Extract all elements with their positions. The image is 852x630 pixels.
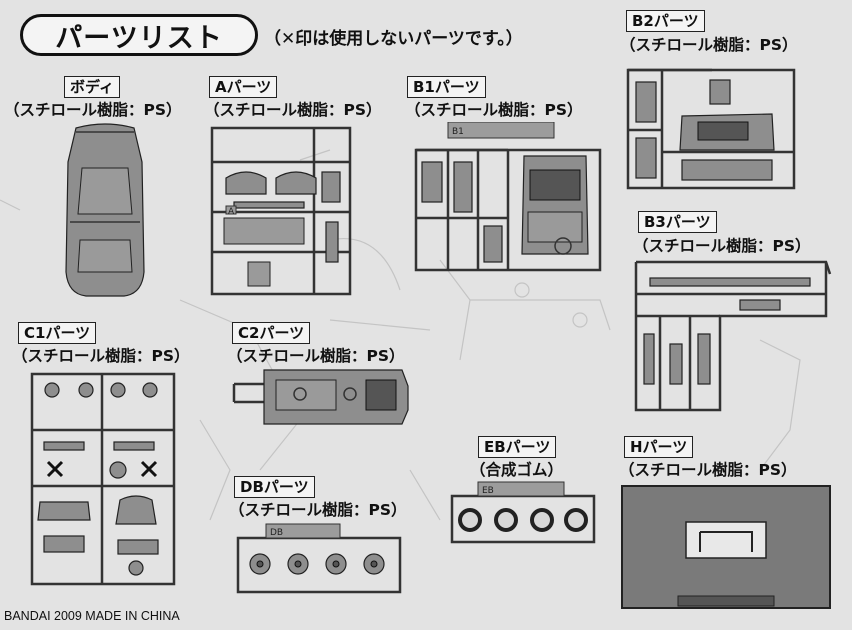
h-parts-label: Hパーツ	[624, 436, 694, 458]
db-parts-material: （スチロール樹脂：PS）	[229, 501, 407, 519]
unused-x-mark-left	[46, 460, 64, 478]
h-parts-material: （スチロール樹脂：PS）	[619, 461, 797, 479]
c1-parts-runner	[30, 372, 176, 586]
unused-parts-note: （✕印は使用しないパーツです。）	[264, 29, 523, 49]
b1-parts-runner: B1	[414, 122, 602, 272]
body-material: （スチロール樹脂：PS）	[4, 101, 182, 119]
b2-parts-material: （スチロール樹脂：PS）	[620, 36, 798, 54]
eb-runner-tag: EB	[482, 486, 494, 496]
page-title: パーツリスト	[20, 14, 258, 56]
b2-parts-runner	[626, 68, 796, 190]
c2-parts-label: C2パーツ	[232, 322, 311, 344]
a-runner-tag: A	[228, 207, 235, 217]
c1-parts-label: C1パーツ	[18, 322, 97, 344]
db-parts-label: DBパーツ	[234, 476, 315, 498]
a-parts-label: Aパーツ	[209, 76, 278, 98]
body-label: ボディ	[64, 76, 120, 98]
h-parts-plate	[621, 485, 831, 609]
eb-parts-material: （合成ゴム）	[470, 461, 564, 479]
c1-parts-material: （スチロール樹脂：PS）	[12, 347, 190, 365]
unused-x-mark-right	[140, 460, 158, 478]
eb-parts-label: EBパーツ	[478, 436, 557, 458]
a-parts-runner: A	[210, 126, 352, 296]
eb-parts-runner: EB	[450, 481, 596, 544]
a-parts-material: （スチロール樹脂：PS）	[204, 101, 382, 119]
copyright-footer: BANDAI 2009 MADE IN CHINA	[4, 609, 180, 623]
db-parts-runner: DB	[236, 523, 402, 594]
body-part	[65, 123, 145, 297]
c2-parts-material: （スチロール樹脂：PS）	[227, 347, 405, 365]
b3-parts-material: （スチロール樹脂：PS）	[633, 237, 811, 255]
b1-runner-tag: B1	[452, 127, 464, 137]
b1-parts-label: B1パーツ	[407, 76, 486, 98]
b2-parts-label: B2パーツ	[626, 10, 705, 32]
b3-parts-label: B3パーツ	[638, 211, 717, 233]
db-runner-tag: DB	[270, 528, 283, 538]
c2-parts-runner	[232, 369, 409, 425]
b1-parts-material: （スチロール樹脂：PS）	[405, 101, 583, 119]
b3-parts-runner	[634, 260, 832, 412]
